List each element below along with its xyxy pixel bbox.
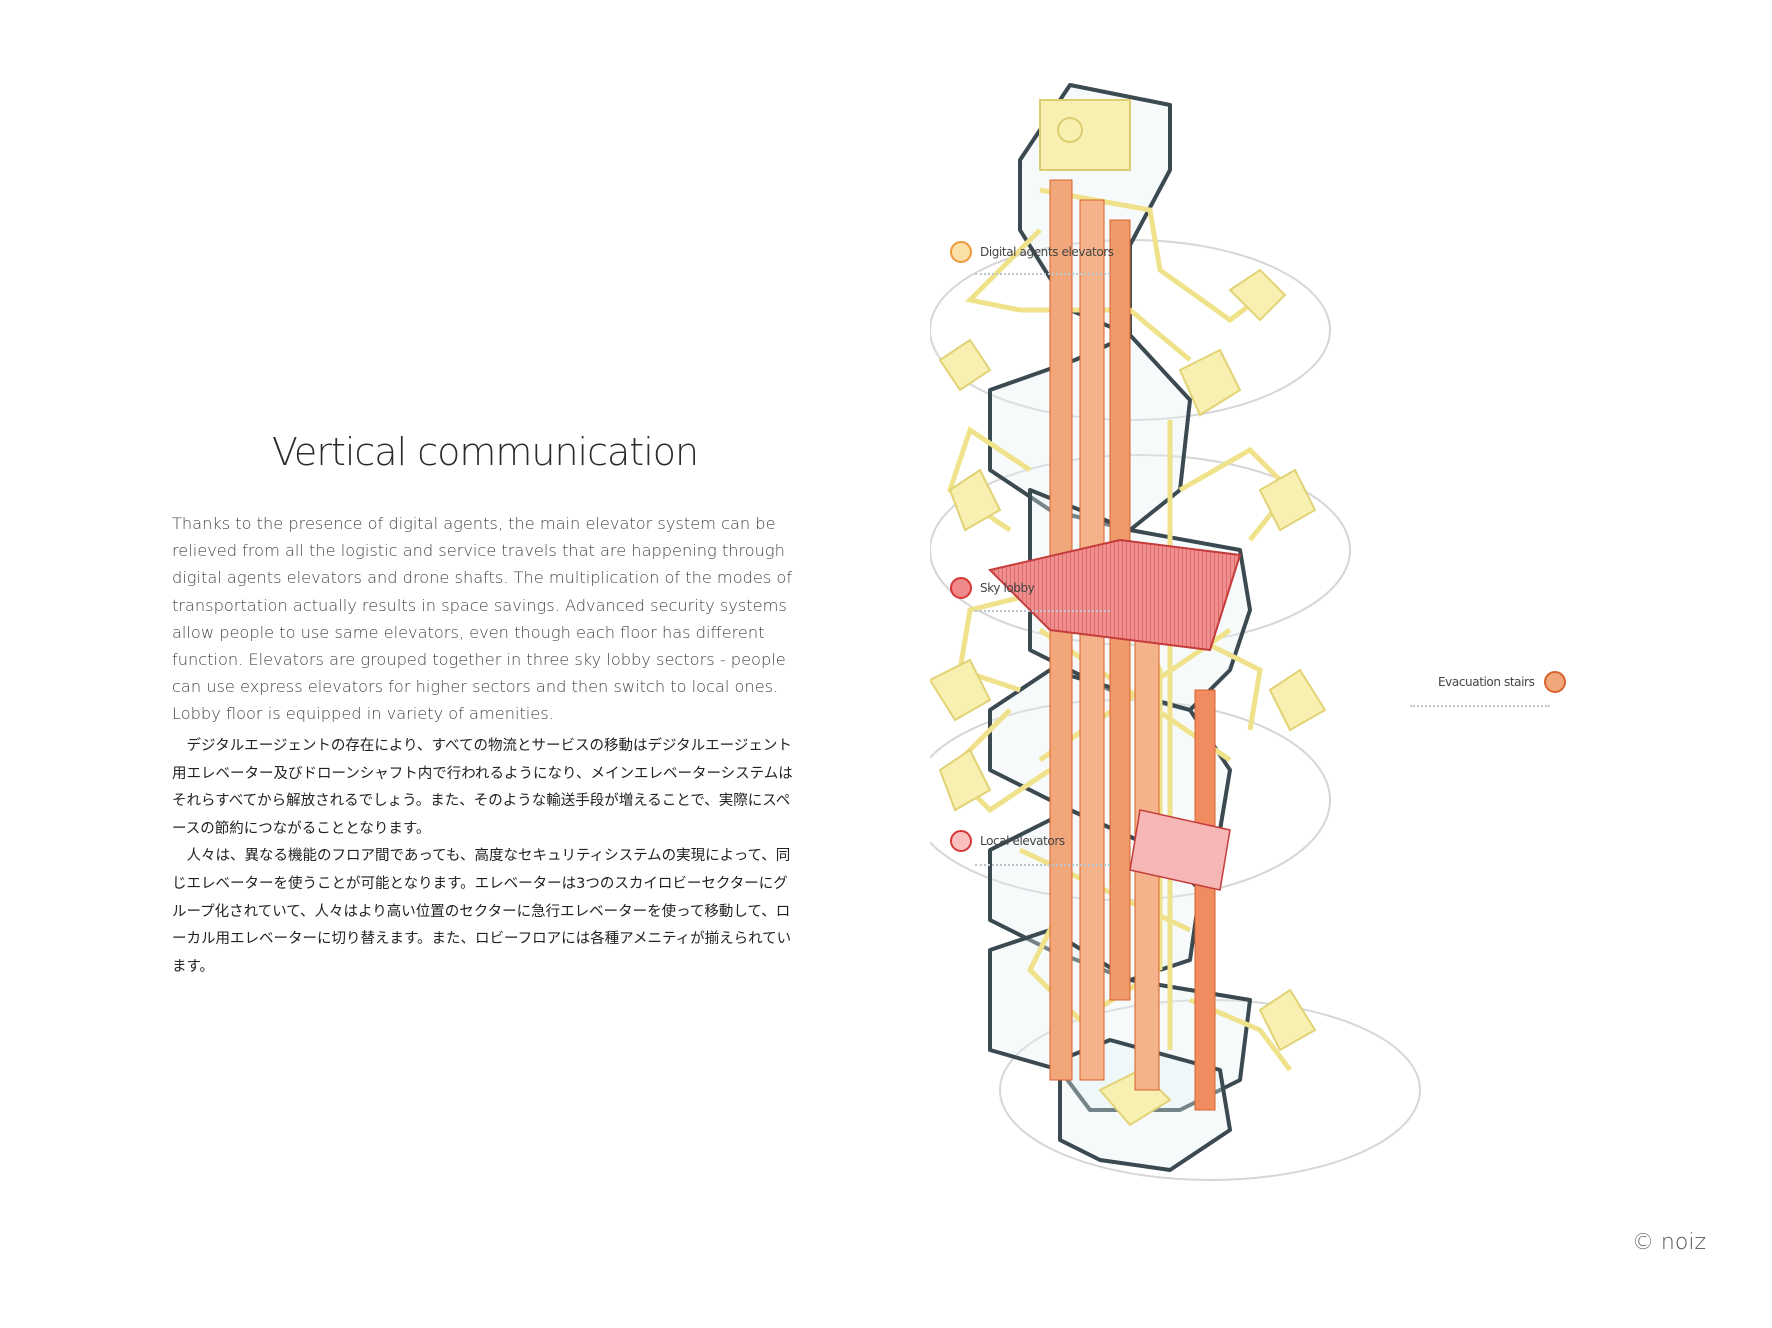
legend-label-digital-agents: Digital agents elevators [980, 245, 1114, 259]
legend-leader-sky-lobby [975, 610, 1110, 612]
jp-paragraph-1: デジタルエージェントの存在により、すべての物流とサービスの移動はデジタルエージェ… [172, 733, 802, 843]
legend-dot-sky-lobby [950, 577, 972, 599]
legend-sky-lobby: Sky lobby [950, 577, 1034, 599]
legend-dot-evacuation-stairs [1544, 671, 1566, 693]
legend-label-evacuation-stairs: Evacuation stairs [1438, 675, 1534, 689]
legend-local-elevators: Local elevators [950, 830, 1065, 852]
body-text-english: Thanks to the presence of digital agents… [172, 510, 802, 728]
page-title: Vertical communication [170, 430, 800, 474]
legend-leader-evacuation-stairs [1410, 705, 1550, 707]
legend-dot-local-elevators [950, 830, 972, 852]
legend-digital-agents: Digital agents elevators [950, 241, 1114, 263]
roof-equipment [1040, 100, 1130, 170]
local-elevator-shaft [1080, 200, 1104, 1080]
legend-evacuation-stairs: Evacuation stairs [1438, 671, 1566, 693]
legend-dot-digital-agents [950, 241, 972, 263]
legend-leader-local-elevators [975, 864, 1110, 866]
jp-paragraph-2: 人々は、異なる機能のフロア間であっても、高度なセキュリティシステムの実現によって… [172, 843, 802, 981]
copyright-notice: © noiz [1632, 1230, 1706, 1255]
body-text-japanese: デジタルエージェントの存在により、すべての物流とサービスの移動はデジタルエージェ… [172, 733, 802, 981]
legend-label-sky-lobby: Sky lobby [980, 581, 1034, 595]
evacuation-stair-shaft [1195, 690, 1215, 1110]
legend-label-local-elevators: Local elevators [980, 834, 1065, 848]
legend-leader-digital-agents [975, 273, 1110, 275]
